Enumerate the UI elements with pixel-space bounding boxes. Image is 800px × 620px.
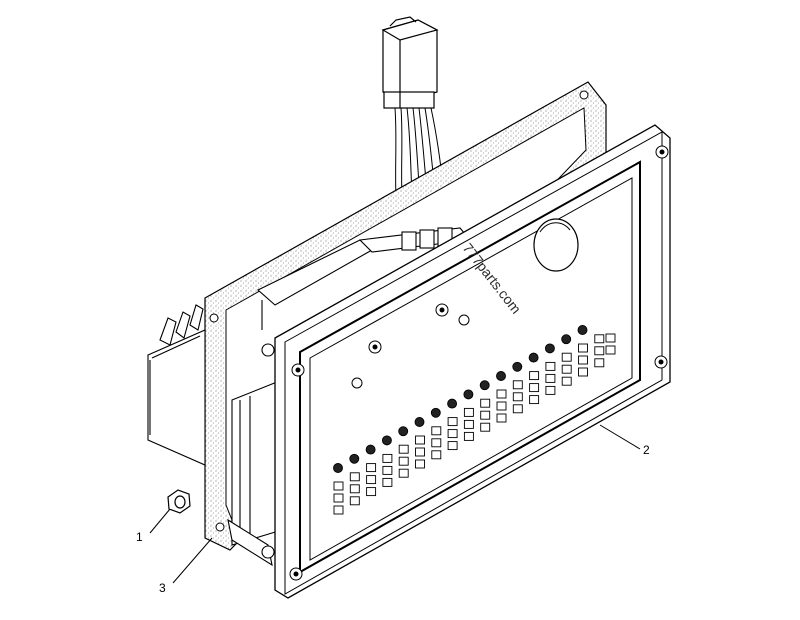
indicator-window	[605, 333, 616, 343]
indicator-window	[431, 450, 442, 460]
indicator-window	[578, 367, 588, 377]
callout-2: 2	[643, 443, 650, 457]
indicator-symbol	[463, 389, 474, 400]
indicator-window	[480, 410, 491, 420]
indicator-window	[561, 352, 572, 362]
indicator-window	[529, 371, 540, 381]
indicator-window	[512, 392, 523, 402]
indicator-symbol	[544, 343, 555, 354]
indicator-symbol	[528, 352, 539, 363]
indicator-window	[415, 447, 425, 457]
indicator-symbol	[496, 371, 506, 381]
callout-leaders	[149, 424, 641, 584]
indicator-window	[349, 472, 360, 482]
indicator-window	[594, 346, 605, 356]
indicator-symbol	[561, 334, 572, 345]
indicator-window	[545, 361, 556, 371]
indicator-window	[447, 429, 458, 439]
indicator-window	[382, 465, 393, 475]
indicator-window	[447, 417, 458, 427]
indicator-window	[545, 385, 556, 395]
indicator-window	[366, 475, 377, 485]
indicator-window	[512, 404, 523, 414]
indicator-window	[561, 364, 572, 374]
indicator-symbol	[430, 407, 441, 418]
indicator-window	[349, 484, 360, 494]
indicator-symbol	[414, 417, 425, 427]
indicator-window	[594, 358, 605, 368]
indicator-symbol	[349, 453, 360, 464]
indicator-window	[349, 496, 360, 506]
indicator-symbol	[333, 463, 343, 473]
indicator-window	[431, 438, 442, 448]
indicator-window	[605, 345, 616, 355]
housing-body	[147, 227, 472, 567]
indicator-window	[333, 493, 344, 503]
indicator-symbol	[398, 426, 409, 437]
indicator-windows	[333, 325, 616, 515]
indicator-window	[382, 477, 393, 487]
indicator-window	[398, 456, 409, 466]
indicator-window	[382, 453, 393, 463]
wire-connector	[381, 16, 439, 109]
indicator-window	[578, 355, 588, 365]
indicator-symbol	[577, 325, 588, 335]
indicator-window	[398, 468, 409, 478]
indicator-symbol	[447, 398, 458, 409]
indicator-window	[594, 334, 605, 344]
indicator-window	[333, 481, 344, 491]
indicator-symbol	[512, 361, 523, 372]
indicator-window	[366, 487, 377, 497]
indicator-symbol	[365, 444, 376, 455]
indicator-window	[415, 435, 425, 445]
indicator-window	[561, 376, 572, 386]
callout-1: 1	[136, 530, 143, 544]
callout-3: 3	[159, 581, 166, 595]
indicator-symbol	[479, 380, 490, 391]
indicator-window	[366, 463, 377, 473]
nut	[167, 489, 191, 514]
indicator-symbol	[381, 435, 392, 446]
indicator-window	[333, 505, 344, 515]
indicator-window	[529, 383, 540, 393]
indicator-window	[447, 441, 458, 451]
indicator-window	[463, 407, 474, 417]
indicator-window	[545, 373, 556, 383]
indicator-panel	[274, 124, 671, 599]
indicator-window	[463, 431, 474, 441]
indicator-window	[415, 459, 425, 469]
indicator-window	[480, 398, 491, 408]
indicator-window	[398, 444, 409, 454]
indicator-window	[496, 413, 507, 423]
indicator-window	[529, 395, 540, 405]
indicator-window	[496, 401, 507, 411]
indicator-window	[512, 380, 523, 390]
indicator-window	[496, 389, 507, 399]
indicator-window	[431, 426, 442, 436]
indicator-window	[578, 343, 588, 353]
indicator-window	[463, 419, 474, 429]
indicator-window	[480, 422, 491, 432]
